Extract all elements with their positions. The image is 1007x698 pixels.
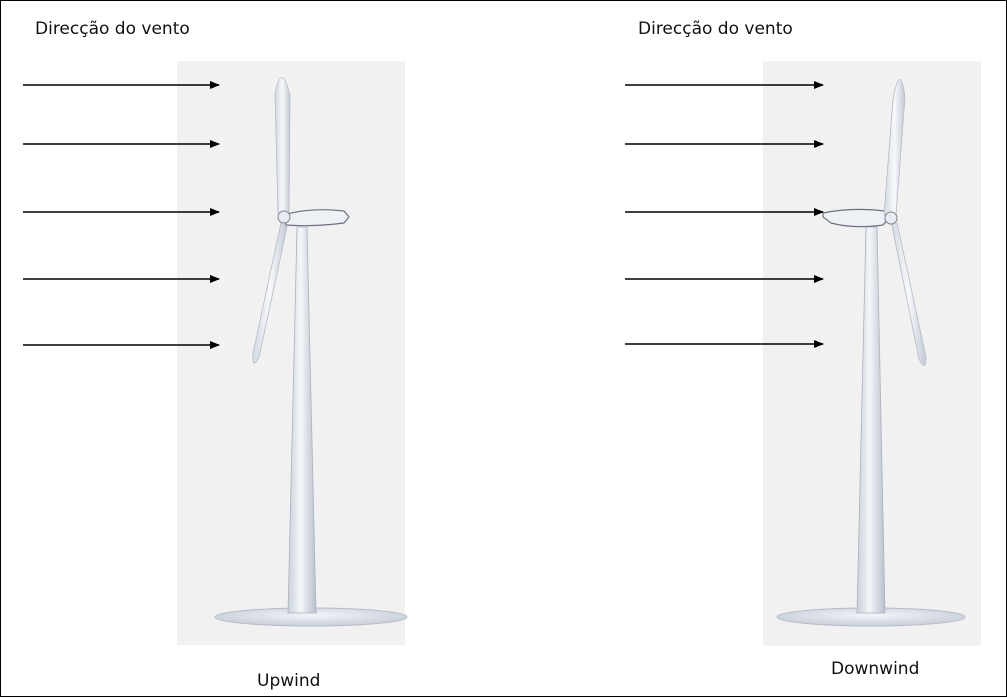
turbine-blade-upper (274, 77, 291, 214)
turbine-blade-lower (252, 222, 288, 364)
turbine-hub (884, 211, 898, 225)
turbine-nacelle (282, 209, 350, 227)
wind-arrows-downwind (625, 81, 824, 348)
wind-direction-heading-right: Direcção do vento (638, 19, 793, 39)
turbine-tower (856, 226, 886, 614)
turbine-blade-upper (883, 79, 906, 216)
turbine-blade-lower (890, 220, 927, 366)
turbine-nacelle (822, 208, 890, 228)
wind-direction-heading-left: Direcção do vento (35, 19, 190, 39)
turbine-downwind (776, 79, 966, 627)
turbine-upwind (214, 77, 408, 627)
downwind-label: Downwind (831, 659, 920, 679)
upwind-label: Upwind (257, 671, 321, 691)
turbine-hub (277, 210, 291, 224)
turbine-tower (287, 226, 317, 614)
wind-arrows-upwind (23, 81, 220, 349)
